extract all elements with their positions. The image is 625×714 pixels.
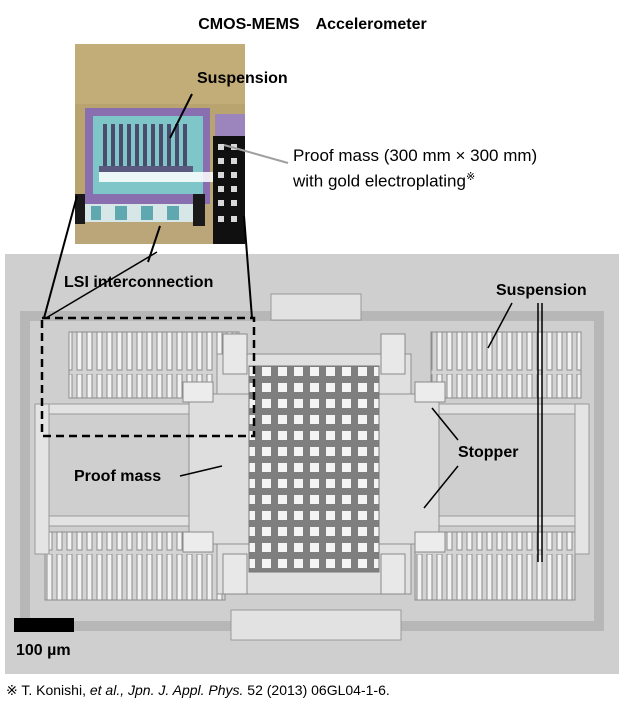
scale-bar bbox=[14, 618, 74, 632]
reference-footnote: ※ T. Konishi, et al., Jpn. J. Appl. Phys… bbox=[6, 682, 390, 698]
footnote-mark: ※ bbox=[465, 171, 476, 183]
label-lsi-interconnection: LSI interconnection bbox=[64, 274, 214, 291]
footnote-mark: ※ bbox=[6, 682, 18, 698]
label-stopper: Stopper bbox=[458, 444, 519, 461]
label-proof-mass-line1: Proof mass (300 mm × 300 mm) bbox=[293, 146, 538, 165]
sem-micrograph bbox=[5, 254, 619, 674]
label-proof-mass-line2: with gold electroplating※ bbox=[293, 171, 476, 191]
page-title: CMOS-MEMS Accelerometer bbox=[198, 16, 427, 33]
optical-micrograph-inset bbox=[75, 44, 245, 244]
label-proof-mass-sem: Proof mass bbox=[74, 468, 162, 485]
zoom-region-box bbox=[40, 316, 256, 438]
label-suspension-inset: Suspension bbox=[197, 70, 288, 87]
label-suspension-sem: Suspension bbox=[496, 282, 587, 299]
scale-bar-label: 100 µm bbox=[16, 642, 71, 659]
